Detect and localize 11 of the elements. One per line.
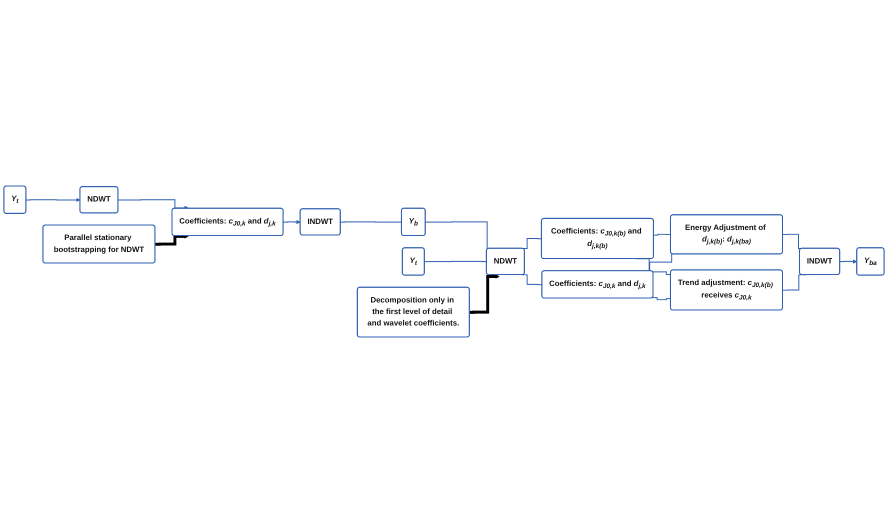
arrow	[470, 274, 500, 314]
connector	[424, 260, 488, 262]
connector	[520, 274, 543, 286]
arrow	[155, 234, 189, 246]
connector	[653, 234, 672, 236]
arrow	[118, 199, 189, 210]
connector	[652, 297, 672, 300]
arrow	[282, 220, 301, 224]
arrow	[839, 259, 858, 264]
connector	[340, 221, 402, 223]
arrow	[26, 198, 80, 202]
